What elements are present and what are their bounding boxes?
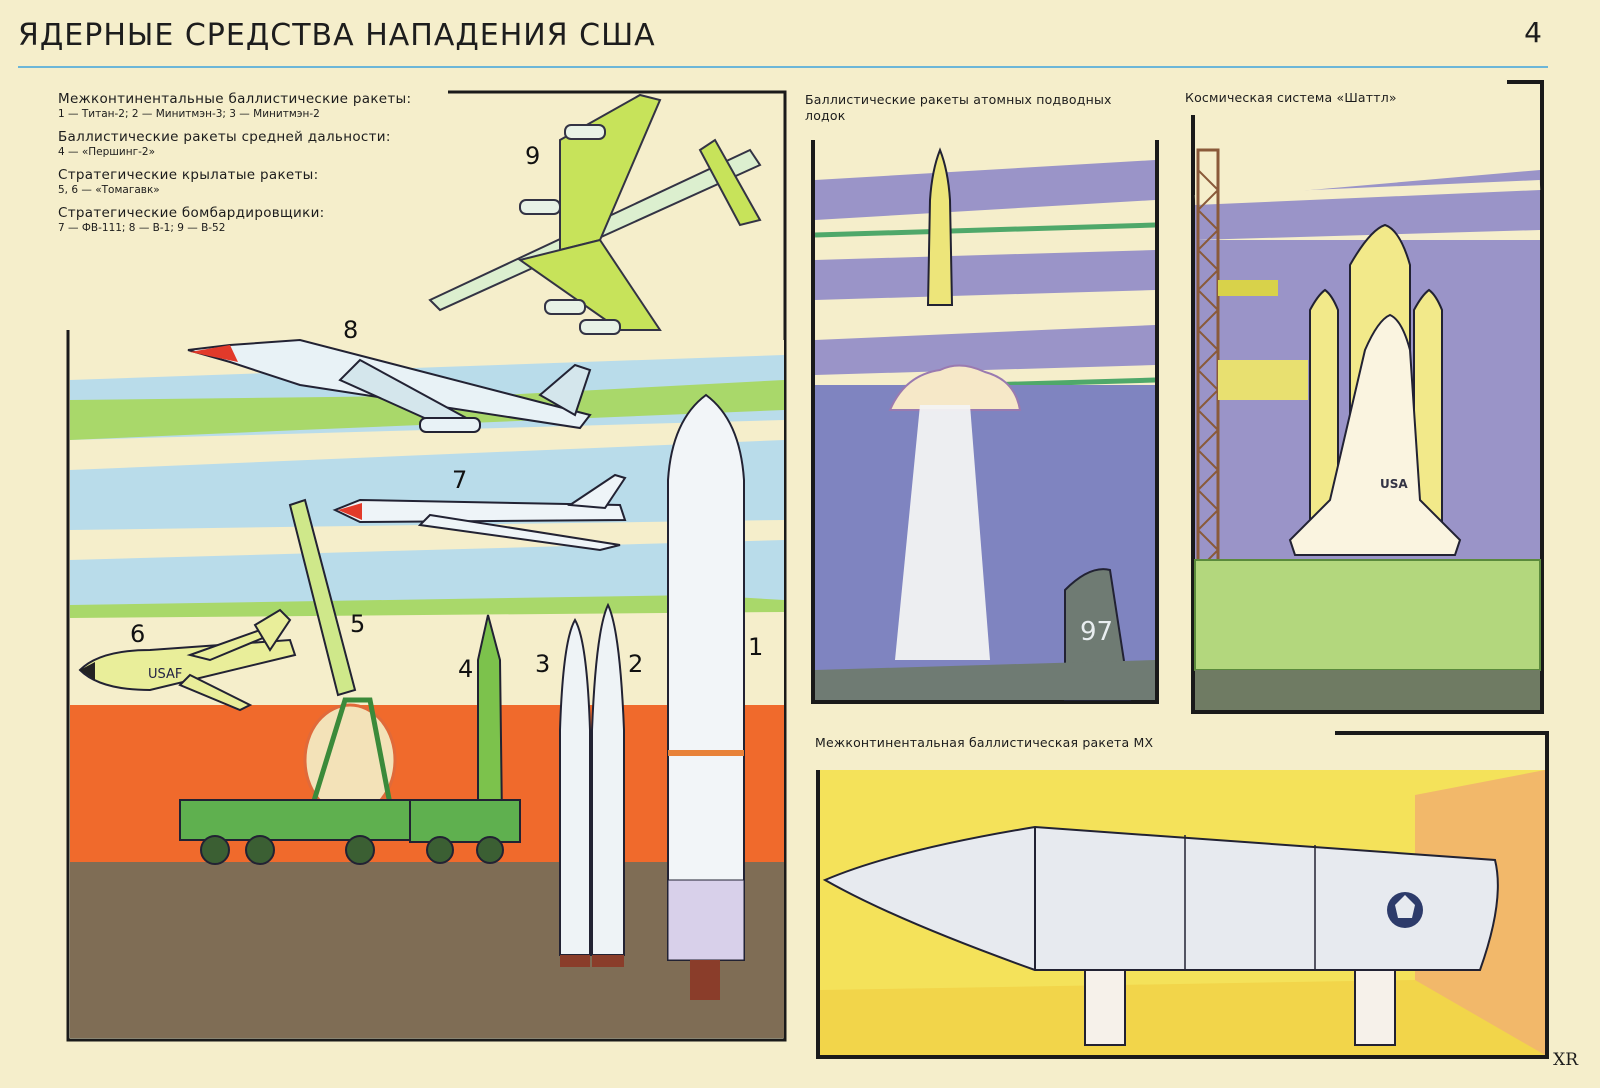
shuttle-panel-svg: USA [1191, 80, 1544, 714]
label-5: 5 [350, 610, 366, 638]
label-4: 4 [458, 655, 474, 683]
b52-bomber [428, 93, 762, 335]
legend-heading: Межконтинентальные баллистические ракеты… [58, 91, 412, 107]
main-frame [66, 90, 787, 1042]
page-number: 4 [1524, 16, 1542, 49]
titan-2-missile [667, 393, 745, 1000]
legend-group-irbm: Баллистические ракеты средней дальности:… [58, 130, 418, 160]
submarine-caption: Баллистические ракеты атомных подводных … [805, 92, 1112, 123]
legend-items: 1 — Титан-2; 2 — Минитмэн-3; 3 — Минитмэ… [58, 108, 320, 120]
legend: Межконтинентальные баллистические ракеты… [58, 92, 418, 244]
minuteman-3-missile [591, 602, 625, 967]
ground [70, 862, 784, 1038]
label-6: 6 [130, 620, 146, 648]
b1-bomber [187, 338, 592, 433]
label-2: 2 [628, 650, 644, 678]
legend-items: 7 — ФВ-111; 8 — В-1; 9 — В-52 [58, 222, 226, 234]
mx-panel-svg [816, 731, 1549, 1059]
submarine-panel: 97 [810, 140, 1160, 705]
label-1: 1 [748, 633, 764, 661]
legend-items: 4 — «Першинг-2» [58, 146, 156, 158]
usaf-marking: USAF [148, 667, 182, 682]
shuttle-panel: USA [1190, 80, 1545, 715]
cloud-band-blue-3 [70, 540, 784, 615]
legend-group-icbm: Межконтинентальные баллистические ракеты… [58, 92, 418, 122]
label-8: 8 [343, 316, 359, 344]
label-3: 3 [535, 650, 551, 678]
minuteman-2-missile [559, 618, 591, 967]
legend-heading: Стратегические крылатые ракеты: [58, 167, 319, 183]
label-9: 9 [525, 142, 541, 170]
submarine-panel-svg: 97 [811, 140, 1159, 704]
shuttle-caption: Космическая система «Шаттл» [1185, 90, 1397, 105]
glcm-launcher [179, 498, 421, 865]
mx-panel [815, 730, 1550, 1060]
legend-group-cruise: Стратегические крылатые ракеты: 5, 6 — «… [58, 168, 418, 198]
main-illustration-svg: USAF [66, 90, 787, 1042]
main-illustration: USAF [0, 0, 800, 1060]
legend-heading: Баллистические ракеты средней дальности: [58, 129, 391, 145]
tomahawk-cruise-missile: USAF [78, 608, 297, 712]
mx-caption: Межконтинентальная баллистическая ракета… [815, 735, 1154, 750]
legend-items: 5, 6 — «Томагавк» [58, 184, 160, 196]
legend-heading: Стратегические бомбардировщики: [58, 205, 325, 221]
title-rule [18, 66, 1548, 68]
legend-group-bombers: Стратегические бомбардировщики: 7 — ФВ-1… [58, 206, 418, 236]
page-title: ЯДЕРНЫЕ СРЕДСТВА НАПАДЕНИЯ США [18, 18, 656, 53]
pershing-2-launcher [409, 614, 521, 864]
shuttle-usa-marking: USA [1380, 477, 1408, 491]
fb111-bomber [332, 473, 627, 552]
corner-mark: XR [1553, 1050, 1578, 1070]
submarine-number: 97 [1080, 617, 1113, 647]
label-7: 7 [452, 466, 468, 494]
